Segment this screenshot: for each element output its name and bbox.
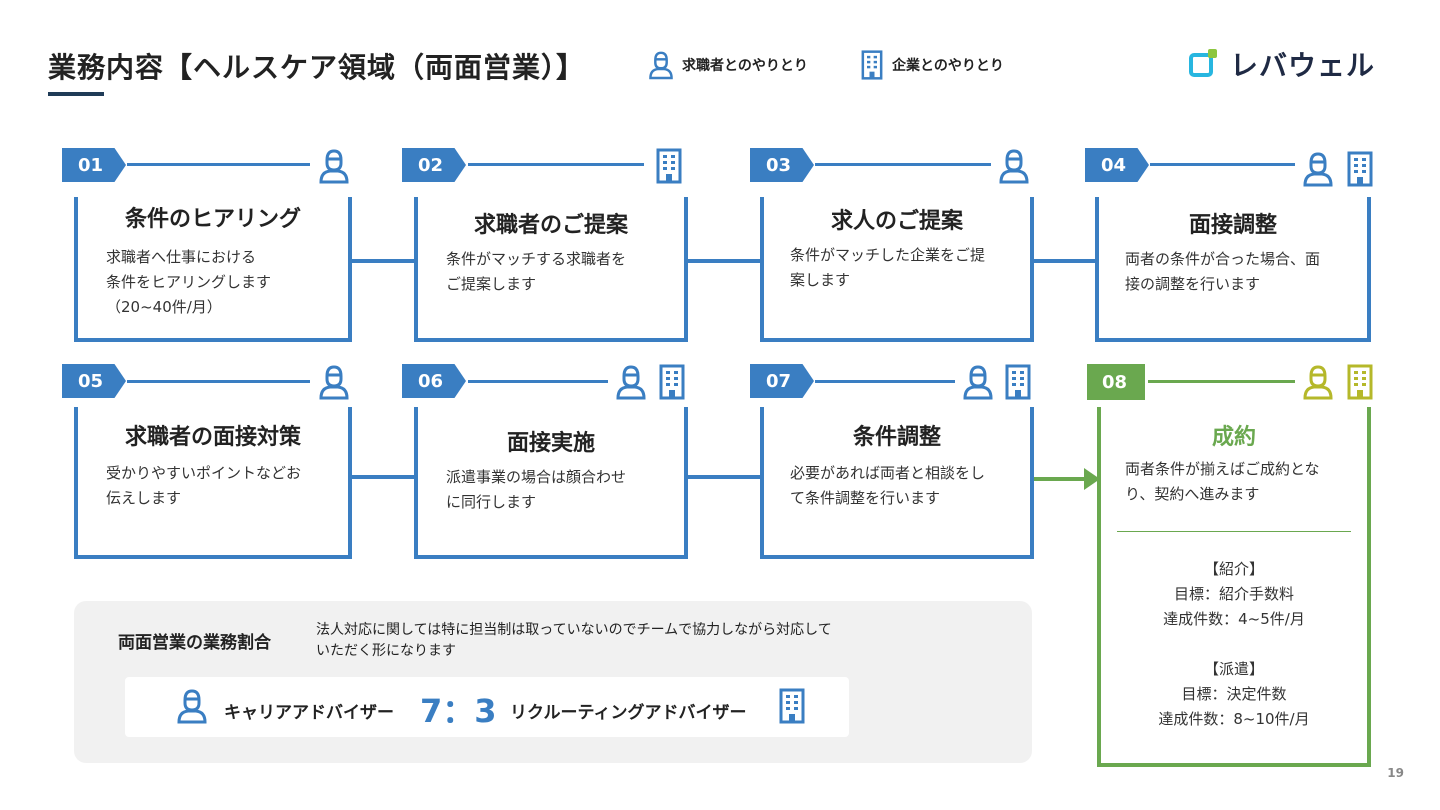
legend-company: 企業とのやりとり <box>860 50 1004 80</box>
dispatch-block: 【派遣】 目標：決定件数 達成件数：8~10件/月 <box>1158 660 1310 728</box>
step-03-desc: 条件がマッチした企業をご提 案します <box>790 246 986 289</box>
step-02-card: 求職者のご提案 条件がマッチする求職者を ご提案します <box>414 197 688 342</box>
step-06-desc: 派遣事業の場合は顔合わせ に同行します <box>446 468 627 511</box>
step-01-card: 条件のヒアリング 求職者へ仕事における 条件をヒアリングします （20~40件/… <box>74 197 352 342</box>
connector <box>688 259 760 263</box>
step-03-badge: 03 <box>750 148 814 182</box>
ratio-value: 7：3 <box>420 692 497 730</box>
step-02-title: 求職者のご提案 <box>473 213 628 238</box>
step-04-line <box>1150 163 1295 166</box>
logo-mark-icon <box>1189 49 1217 77</box>
step-05-title: 求職者の面接対策 <box>124 425 301 450</box>
step-01-desc: 求職者へ仕事における 条件をヒアリングします （20~40件/月） <box>106 248 272 316</box>
person-icon <box>318 148 350 184</box>
step-04-badge: 04 <box>1085 148 1149 182</box>
ratio-box <box>125 677 849 737</box>
step-06-card: 面接実施 派遣事業の場合は顔合わせ に同行します <box>414 407 688 559</box>
person-icon <box>176 688 208 724</box>
arrow-right-icon <box>1084 468 1100 490</box>
step-07-desc: 必要があれば両者と相談をし て条件調整を行います <box>790 464 986 507</box>
person-icon <box>318 364 350 400</box>
step-06-badge: 06 <box>402 364 466 398</box>
career-advisor-label: キャリアアドバイザー <box>224 703 394 723</box>
step-05-badge: 05 <box>62 364 126 398</box>
divider <box>1117 531 1351 532</box>
logo-text: レバウェル <box>1230 49 1376 82</box>
step-08-line <box>1148 380 1295 383</box>
step-04-card: 面接調整 両者の条件が合った場合、面 接の調整を行います <box>1095 197 1371 342</box>
person-icon <box>648 50 674 80</box>
step-01-badge: 01 <box>62 148 126 182</box>
step-08-card: 成約 両者条件が揃えばご成約とな り、契約へ進みます 【紹介】 目標：紹介手数料… <box>1097 407 1371 767</box>
building-icon <box>1004 364 1032 400</box>
legend-person-label: 求職者とのやりとり <box>682 58 808 74</box>
step-08-desc: 両者条件が揃えばご成約とな り、契約へ進みます <box>1125 460 1320 503</box>
person-icon <box>1302 364 1334 400</box>
step-03-card: 求人のご提案 条件がマッチした企業をご提 案します <box>760 197 1034 342</box>
step-08-title: 成約 <box>1211 425 1256 450</box>
person-icon <box>615 364 647 400</box>
building-icon <box>1346 364 1374 400</box>
building-icon <box>658 364 686 400</box>
referral-block: 【紹介】 目標：紹介手数料 達成件数：4~5件/月 <box>1163 560 1305 628</box>
step-01-line <box>127 163 310 166</box>
step-03-line <box>815 163 991 166</box>
step-02-line <box>468 163 644 166</box>
building-icon <box>655 148 683 184</box>
building-icon <box>860 50 884 80</box>
step-08-badge: 08 <box>1087 364 1145 400</box>
step-01-title: 条件のヒアリング <box>124 207 301 232</box>
step-07-line <box>815 380 955 383</box>
step-06-line <box>468 380 608 383</box>
person-icon <box>962 364 994 400</box>
recruiting-advisor-label: リクルーティングアドバイザー <box>510 703 747 723</box>
building-icon <box>778 688 806 724</box>
title-underline <box>48 92 104 96</box>
step-04-desc: 両者の条件が合った場合、面 接の調整を行います <box>1125 250 1321 293</box>
legend-company-label: 企業とのやりとり <box>892 58 1004 74</box>
ratio-panel-label: 両面営業の業務割合 <box>118 633 271 653</box>
step-02-badge: 02 <box>402 148 466 182</box>
building-icon <box>1346 151 1374 187</box>
step-04-title: 面接調整 <box>1188 213 1277 238</box>
legend-person: 求職者とのやりとり <box>648 50 808 80</box>
step-05-line <box>127 380 310 383</box>
final-connector <box>1034 477 1086 481</box>
step-05-card: 求職者の面接対策 受かりやすいポイントなどお 伝えします <box>74 407 352 559</box>
connector <box>1034 259 1096 263</box>
connector <box>688 475 760 479</box>
page-title: 業務内容【ヘルスケア領域（両面営業）】 <box>48 51 586 84</box>
connector <box>352 259 414 263</box>
step-03-title: 求人のご提案 <box>830 209 963 234</box>
page-number: 19 <box>1387 766 1404 780</box>
logo: レバウェル <box>1186 44 1375 84</box>
step-07-card: 条件調整 必要があれば両者と相談をし て条件調整を行います <box>760 407 1034 559</box>
connector <box>352 475 414 479</box>
person-icon <box>1302 151 1334 187</box>
person-icon <box>998 148 1030 184</box>
step-06-title: 面接実施 <box>506 431 595 456</box>
ratio-panel-note: 法人対応に関しては特に担当制は取っていないのでチームで協力しながら対応して いた… <box>316 622 832 659</box>
step-07-title: 条件調整 <box>852 425 941 450</box>
step-02-desc: 条件がマッチする求職者を ご提案します <box>446 250 627 293</box>
step-07-badge: 07 <box>750 364 814 398</box>
step-05-desc: 受かりやすいポイントなどお 伝えします <box>106 464 302 507</box>
